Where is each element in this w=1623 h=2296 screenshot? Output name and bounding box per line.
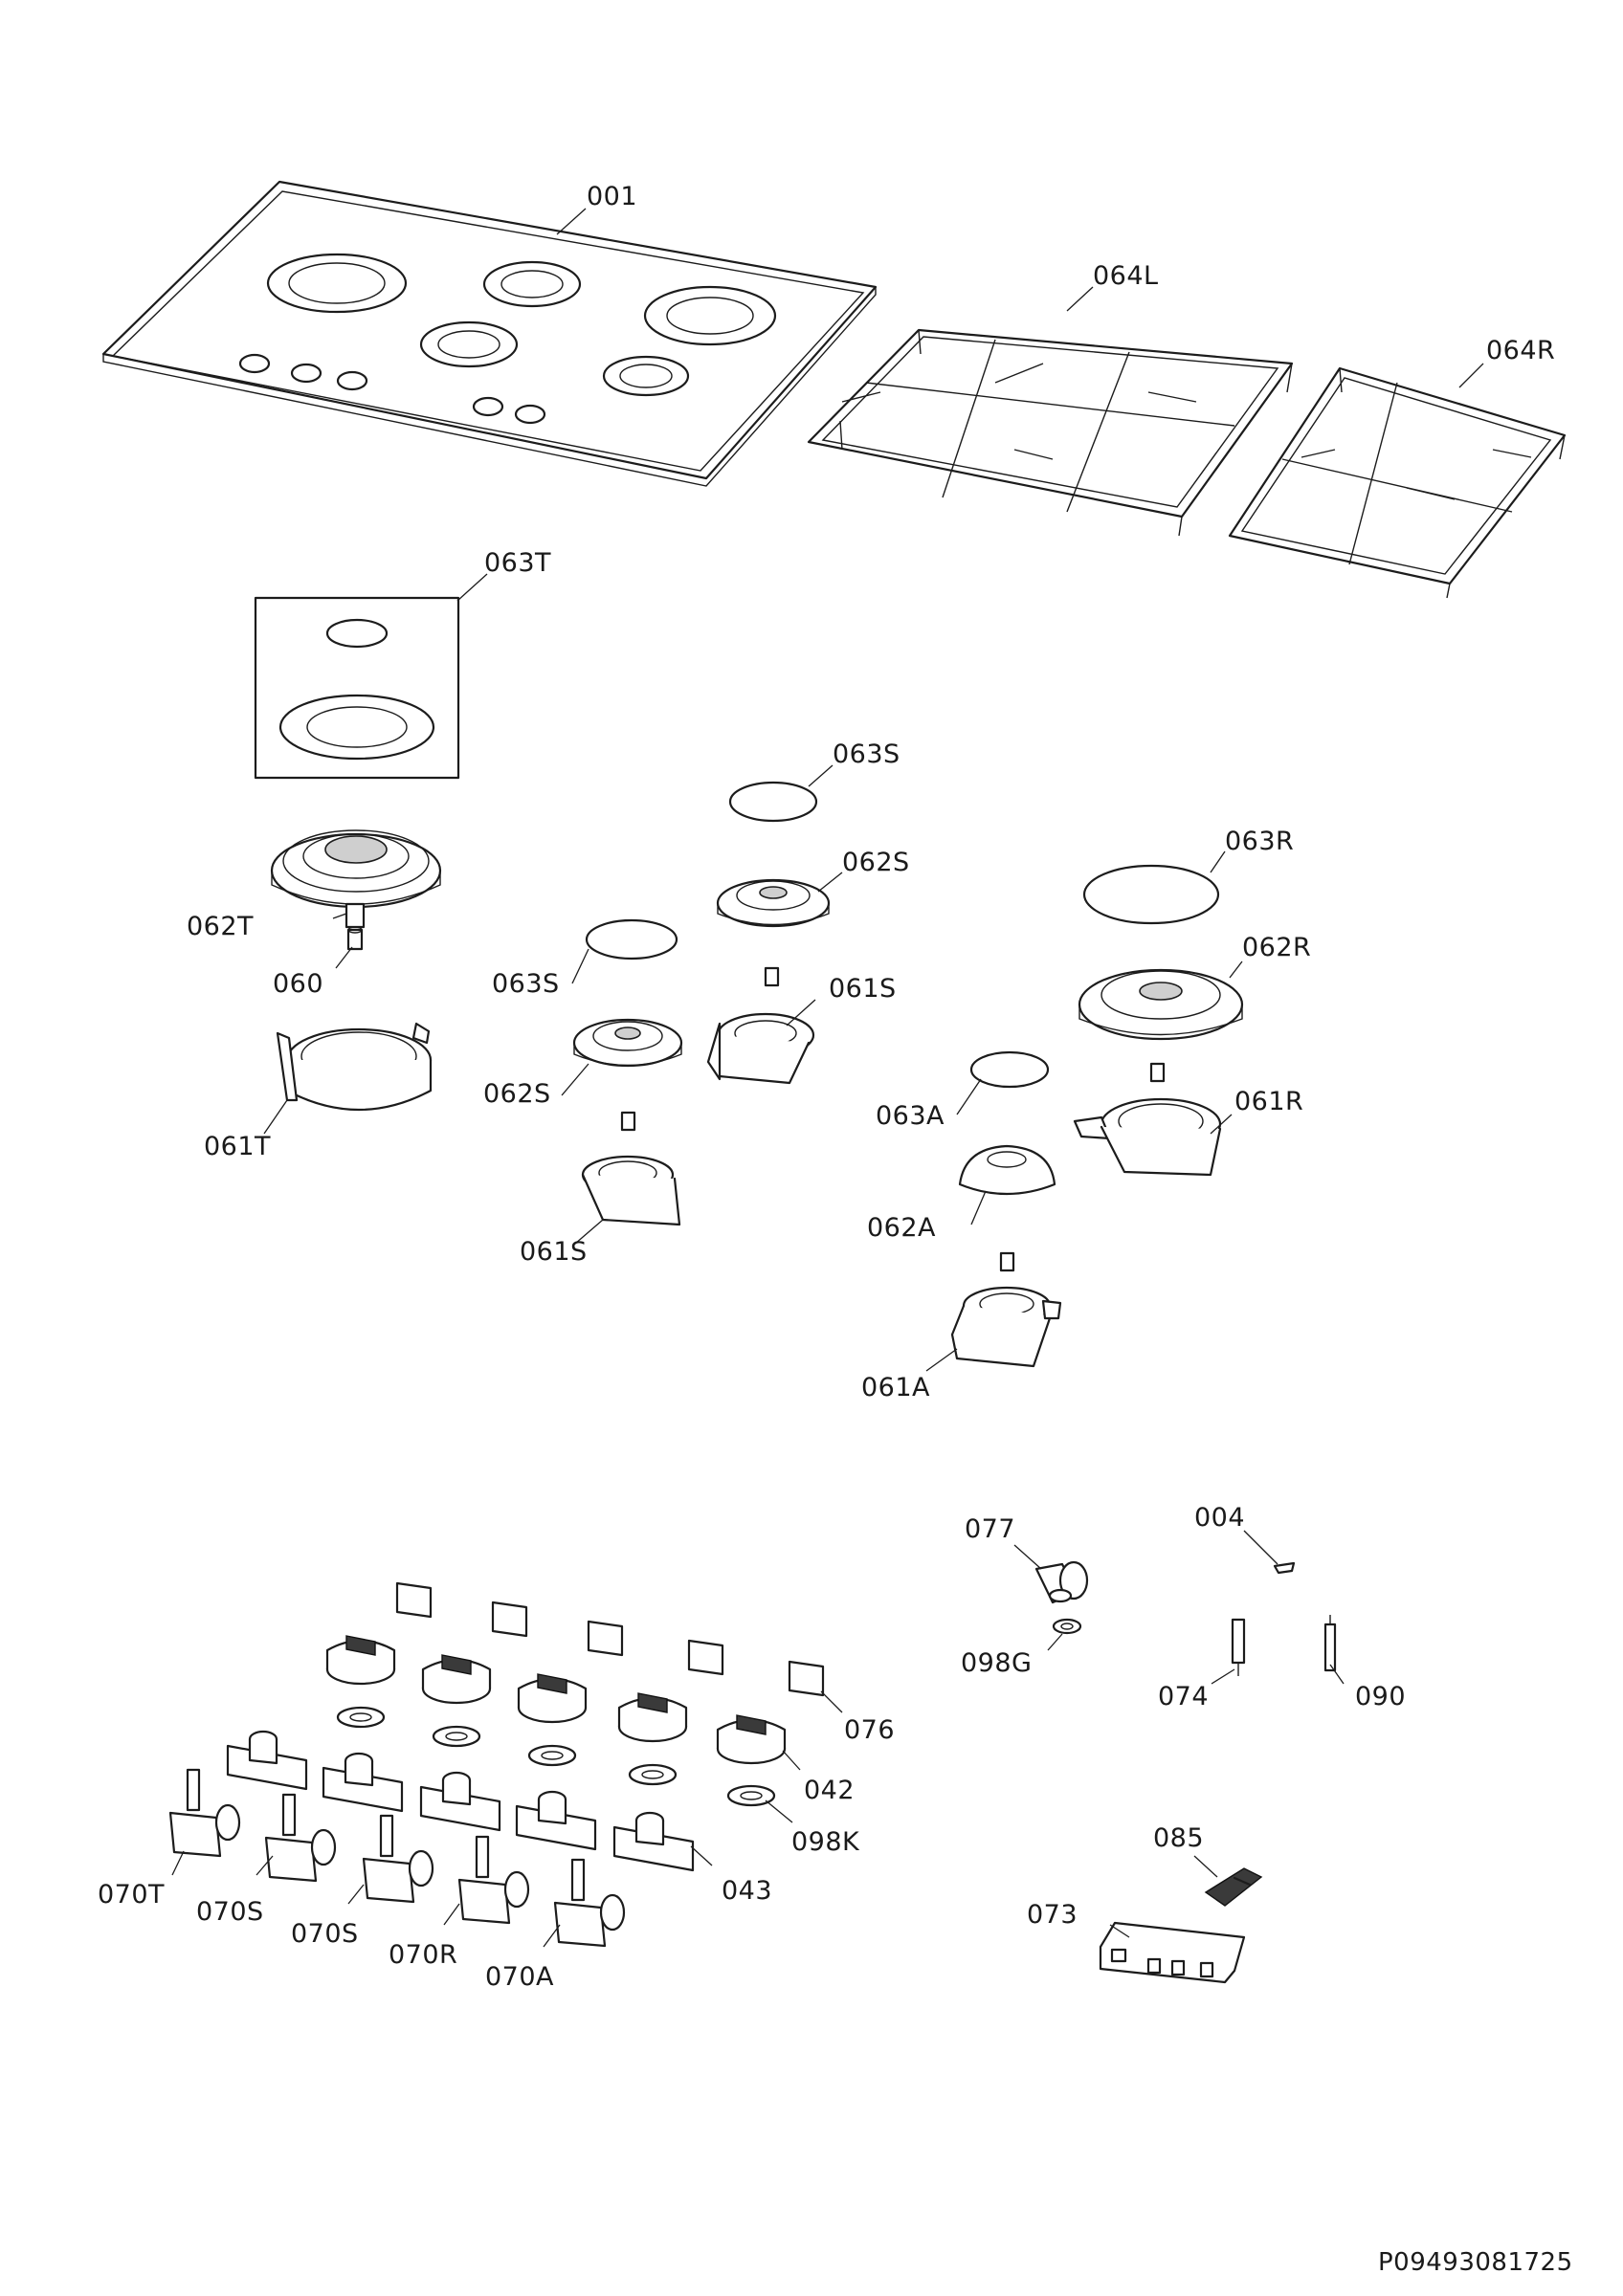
- label-070r: 070R: [389, 1940, 458, 1970]
- label-004: 004: [1194, 1503, 1246, 1533]
- ignition-generator-073: [1099, 1921, 1246, 1984]
- label-063a: 063A: [876, 1101, 945, 1131]
- label-064l: 064L: [1093, 261, 1159, 291]
- pan-support-right: [1228, 366, 1567, 599]
- injector-a: [999, 1251, 1015, 1272]
- label-063t: 063T: [484, 548, 552, 578]
- label-061s-lower: 061S: [520, 1237, 588, 1267]
- screw-004: [1273, 1561, 1296, 1575]
- label-070a: 070A: [485, 1962, 555, 1992]
- burner-housing-061t: [276, 1022, 433, 1111]
- label-063r: 063R: [1225, 827, 1295, 856]
- label-062s-upper: 062S: [842, 848, 910, 877]
- label-085: 085: [1153, 1823, 1205, 1853]
- drawing-code: P09493081725: [1378, 2248, 1573, 2277]
- label-062a: 062A: [867, 1213, 937, 1243]
- label-064r: 064R: [1486, 336, 1556, 365]
- burner-housing-061s-upper: [706, 1012, 815, 1085]
- burner-062s-upper: [716, 878, 831, 928]
- burner-housing-061r: [1073, 1097, 1222, 1177]
- ignition-electrode-090: [1323, 1615, 1337, 1672]
- label-077: 077: [965, 1514, 1016, 1544]
- label-090: 090: [1355, 1682, 1407, 1711]
- label-042: 042: [804, 1776, 856, 1805]
- burner-housing-061a: [950, 1286, 1062, 1368]
- control-knobs-042: [325, 1635, 787, 1765]
- hob-top-plate: [101, 180, 878, 487]
- injector-right: [1149, 1062, 1166, 1083]
- label-043: 043: [722, 1876, 773, 1906]
- leader-lines: [171, 208, 1484, 1948]
- burner-062a: [958, 1144, 1056, 1196]
- label-063s-lower: 063S: [492, 969, 560, 999]
- label-001: 001: [587, 182, 638, 211]
- thermocouple-074: [1231, 1618, 1246, 1676]
- injector-middle-upper: [764, 966, 780, 987]
- label-070t: 070T: [98, 1880, 166, 1910]
- burner-housing-061s-lower: [581, 1155, 681, 1226]
- label-061a: 061A: [861, 1373, 931, 1402]
- cap-063s-lower: [585, 918, 678, 960]
- clip-085: [1204, 1867, 1263, 1907]
- label-073: 073: [1027, 1900, 1078, 1930]
- burner-062s-lower: [572, 1018, 683, 1068]
- label-062t: 062T: [187, 912, 255, 941]
- label-070s-a: 070S: [196, 1897, 264, 1927]
- label-063s-upper: 063S: [833, 740, 900, 769]
- label-061s-upper: 061S: [829, 974, 897, 1004]
- burner-062r: [1078, 968, 1244, 1041]
- label-098g: 098G: [961, 1648, 1033, 1678]
- cap-063s-upper: [728, 781, 818, 823]
- label-060: 060: [273, 969, 324, 999]
- label-076: 076: [844, 1715, 896, 1745]
- label-098k: 098K: [791, 1827, 860, 1857]
- washer-098g: [1052, 1618, 1082, 1635]
- label-061r: 061R: [1234, 1087, 1304, 1116]
- knob-brackets-076: [395, 1581, 825, 1697]
- cap-set-063t-box: [254, 596, 460, 780]
- label-062r: 062R: [1242, 933, 1312, 962]
- injector-middle-lower: [620, 1111, 636, 1132]
- injector-060: [346, 926, 364, 951]
- gas-inlet-elbow-077: [1034, 1560, 1089, 1604]
- cap-063a: [969, 1050, 1050, 1089]
- cap-063r: [1082, 864, 1220, 925]
- burner-062t: [270, 829, 442, 929]
- label-062s-lower: 062S: [483, 1079, 551, 1109]
- pan-support-left: [807, 328, 1294, 537]
- label-070s-b: 070S: [291, 1919, 359, 1949]
- label-061t: 061T: [204, 1132, 272, 1161]
- label-074: 074: [1158, 1682, 1210, 1711]
- knob-seals-098k: [336, 1706, 776, 1807]
- gas-valves-070: [168, 1768, 626, 1948]
- valve-supports-043: [226, 1730, 695, 1872]
